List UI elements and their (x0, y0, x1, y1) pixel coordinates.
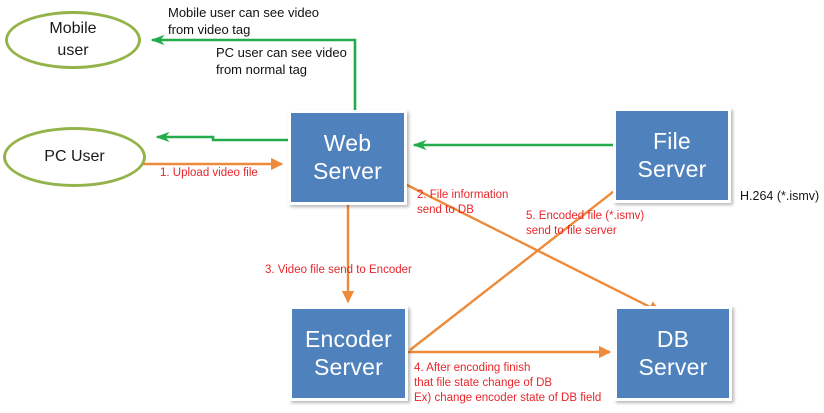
node-pc-user[interactable]: PC User (3, 127, 146, 187)
annotation-mobile-flow-note: Mobile user can see video from video tag (168, 5, 320, 37)
node-db-server-label: DB Server (638, 326, 708, 380)
annotation-step-3: 3. Video file send to Encoder (265, 264, 412, 276)
annotation-codec-note: H.264 (*.ismv) (740, 189, 820, 203)
node-encoder-server[interactable]: Encoder Server (289, 306, 408, 401)
node-file-server-label: File Server (637, 128, 707, 182)
annotation-step-5: 5. Encoded file (*.ismv) send to file se… (526, 210, 645, 237)
node-db-server[interactable]: DB Server (614, 306, 732, 401)
annotation-step-2: 2. File information send to DB (417, 189, 509, 216)
annotation-step-1: 1. Upload video file (160, 167, 258, 179)
node-pc-user-label: PC User (44, 148, 105, 166)
node-mobile-user[interactable]: Mobile user (5, 11, 141, 69)
node-web-server-label: Web Server (313, 130, 382, 184)
edge-web-to-pc (155, 131, 288, 143)
node-mobile-user-label: Mobile user (49, 20, 97, 59)
annotation-step-4: 4. After encoding finish that file state… (414, 362, 602, 404)
node-file-server[interactable]: File Server (613, 108, 731, 203)
node-web-server[interactable]: Web Server (288, 110, 407, 205)
node-encoder-server-label: Encoder Server (304, 326, 393, 380)
annotation-pc-flow-note: PC user can see video from normal tag (216, 45, 347, 77)
